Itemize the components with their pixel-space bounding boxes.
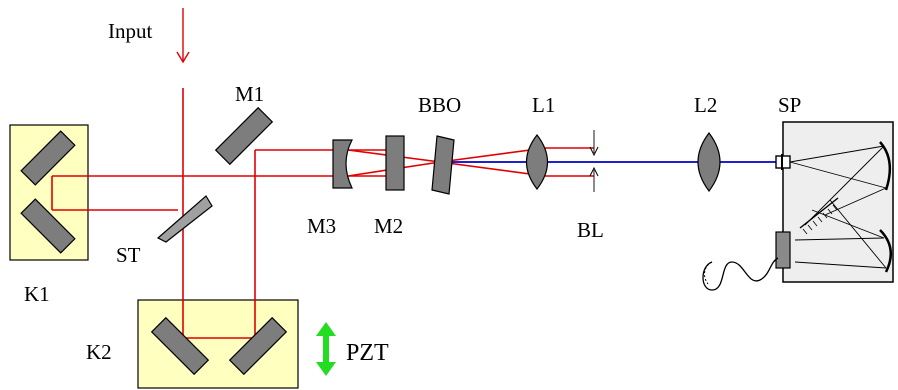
- label-m1: M1: [235, 82, 264, 106]
- fiber-end: [704, 261, 713, 285]
- collimating-mirror: [879, 141, 892, 191]
- spectrometer-box: [782, 121, 894, 283]
- label-l2: L2: [694, 93, 717, 117]
- k1-mirror-upper: [20, 130, 76, 186]
- label-pzt: PZT: [346, 340, 389, 366]
- k1-mirror-lower: [20, 198, 76, 254]
- label-bbo: BBO: [418, 93, 461, 117]
- label-bl: BL: [577, 218, 604, 242]
- m3-curved-mirror: [332, 139, 353, 189]
- label-k2: K2: [86, 340, 112, 364]
- focusing-mirror: [879, 229, 893, 273]
- label-input: Input: [108, 19, 152, 43]
- label-st: ST: [116, 243, 141, 267]
- label-l1: L1: [532, 93, 555, 117]
- label-sp: SP: [778, 93, 801, 117]
- k2-mirror-right: [228, 316, 288, 376]
- double-headed-arrow-icon: [316, 322, 336, 376]
- bl-beam-block: [589, 130, 599, 192]
- spectrometer-internals: [775, 141, 893, 273]
- m1-mirror: [214, 106, 274, 166]
- input-arrow-head: [176, 51, 190, 64]
- l1-lens: [525, 134, 549, 190]
- fundamental-beam-path: [51, 88, 594, 339]
- bbo-crystal: [431, 135, 455, 195]
- m2-mirror: [385, 135, 405, 191]
- grating-icon: [799, 197, 839, 235]
- k2-mirror-left: [150, 316, 210, 376]
- label-m3: M3: [307, 214, 336, 238]
- fiber-cable-icon: [702, 257, 779, 291]
- label-k1: K1: [24, 282, 50, 306]
- detector: [775, 231, 791, 269]
- label-m2: M2: [374, 214, 403, 238]
- st-splitter: [156, 195, 213, 243]
- l2-lens: [697, 132, 721, 192]
